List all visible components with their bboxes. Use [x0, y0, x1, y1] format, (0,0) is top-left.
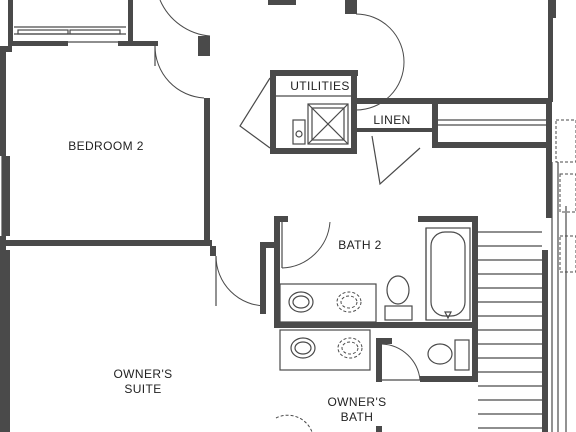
label-owners-suite-line2: SUITE	[124, 382, 161, 396]
bedroom-2-closet	[8, 0, 158, 46]
staircase	[478, 206, 567, 432]
label-utilities: UTILITIES	[290, 79, 350, 93]
label-bath-2: BATH 2	[338, 238, 382, 252]
bedroom-2-door	[154, 45, 205, 99]
bath-2	[260, 216, 478, 328]
hall-doors-top	[159, 0, 556, 111]
label-bedroom-2: BEDROOM 2	[68, 139, 144, 153]
owners-bath	[275, 322, 478, 432]
label-owners-suite-line1: OWNER'S	[113, 367, 172, 381]
label-linen: LINEN	[373, 113, 410, 127]
linen-closet	[351, 98, 443, 186]
owners-suite	[0, 246, 267, 432]
hall-closet-right	[438, 98, 576, 273]
label-owners-bath-line1: OWNER'S	[327, 395, 386, 409]
label-owners-bath-line2: BATH	[341, 410, 374, 424]
